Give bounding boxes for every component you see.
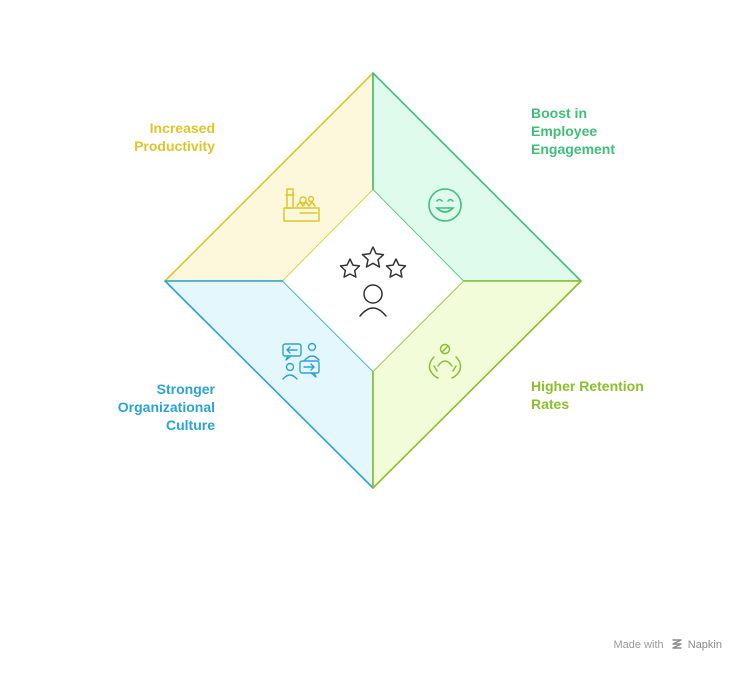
label-line: Increased (149, 120, 215, 136)
conversation-icon (282, 342, 320, 380)
label-line: Rates (531, 396, 570, 412)
center-diamond (283, 190, 463, 371)
smiley-face-icon (428, 188, 462, 222)
label-line: Culture (166, 417, 215, 433)
napkin-logo-icon (671, 639, 682, 649)
label-increased-productivity: Increased Productivity (134, 119, 215, 155)
star-icon (385, 258, 407, 278)
label-higher-retention-rates: Higher Retention Rates (531, 377, 644, 413)
label-line: Employee (531, 123, 598, 139)
label-line: Engagement (531, 141, 616, 157)
label-stronger-organizational-culture: Stronger Organizational Culture (118, 380, 215, 434)
label-line: Stronger (156, 381, 215, 397)
label-boost-in-employee-engagement: Boost in Employee Engagement (531, 104, 615, 158)
star-icon (361, 246, 385, 268)
label-line: Organizational (117, 399, 215, 415)
star-icon (339, 258, 361, 278)
person-with-stars-icon (339, 246, 407, 317)
label-line: Higher Retention (531, 378, 644, 394)
made-with-napkin-footer[interactable]: Made with Napkin (613, 638, 722, 651)
footer-prefix: Made with (613, 639, 664, 651)
label-line: Productivity (134, 138, 215, 154)
label-line: Boost in (531, 105, 587, 121)
footer-brand: Napkin (687, 639, 722, 651)
hands-holding-person-icon (428, 343, 462, 379)
factory-icon (283, 188, 320, 222)
